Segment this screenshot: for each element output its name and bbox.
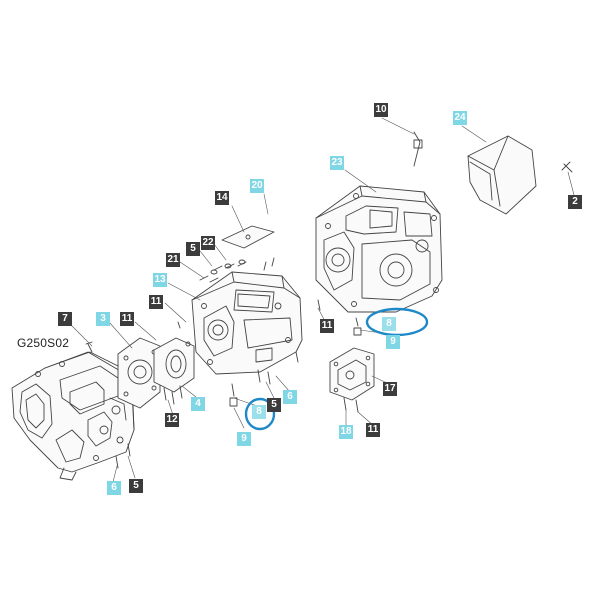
diagram-code-label: G250S02	[17, 336, 70, 350]
part-callout-2[interactable]: 2	[568, 195, 582, 209]
leader-lines	[71, 117, 575, 483]
part-callout-11[interactable]: 11	[149, 295, 163, 309]
part-callout-12[interactable]: 12	[165, 413, 179, 427]
part-callout-7[interactable]: 7	[58, 312, 72, 326]
sensor-part	[413, 131, 423, 167]
part-callout-11[interactable]: 11	[366, 423, 380, 437]
part-callout-9[interactable]: 9	[386, 335, 400, 349]
part-callout-6[interactable]: 6	[107, 481, 121, 495]
part-callout-23[interactable]: 23	[330, 156, 344, 170]
gasket-part	[221, 225, 275, 249]
highlight-ring-rear	[365, 307, 429, 337]
cover-plate-part	[117, 337, 161, 409]
part-callout-24[interactable]: 24	[453, 111, 467, 125]
part-callout-13[interactable]: 13	[153, 273, 167, 287]
front-transmission-housing	[11, 341, 135, 481]
middle-gear-housing	[191, 257, 303, 407]
part-callout-18[interactable]: 18	[339, 425, 353, 439]
part-callout-22[interactable]: 22	[201, 236, 215, 250]
part-callout-5[interactable]: 5	[129, 479, 143, 493]
part-callout-11[interactable]: 11	[120, 312, 134, 326]
top-cover-part	[467, 135, 573, 215]
part-callout-8[interactable]: 8	[252, 405, 266, 419]
part-callout-4[interactable]: 4	[191, 397, 205, 411]
part-callout-5[interactable]: 5	[267, 398, 281, 412]
part-callout-21[interactable]: 21	[166, 253, 180, 267]
highlight-ring-middle	[244, 397, 276, 431]
part-callout-20[interactable]: 20	[250, 179, 264, 193]
part-callout-9[interactable]: 9	[237, 432, 251, 446]
part-callout-11[interactable]: 11	[320, 319, 334, 333]
loose-bolts	[115, 321, 299, 469]
side-plate-part	[329, 347, 375, 413]
part-callout-8[interactable]: 8	[382, 317, 396, 331]
part-callout-3[interactable]: 3	[96, 312, 110, 326]
part-callout-14[interactable]: 14	[215, 191, 229, 205]
shaft-coupler-part	[153, 337, 195, 405]
part-callout-10[interactable]: 10	[374, 103, 388, 117]
part-callout-17[interactable]: 17	[383, 382, 397, 396]
part-callout-6[interactable]: 6	[283, 390, 297, 404]
part-callout-5[interactable]: 5	[186, 242, 200, 256]
rear-gearbox-housing	[315, 185, 443, 336]
